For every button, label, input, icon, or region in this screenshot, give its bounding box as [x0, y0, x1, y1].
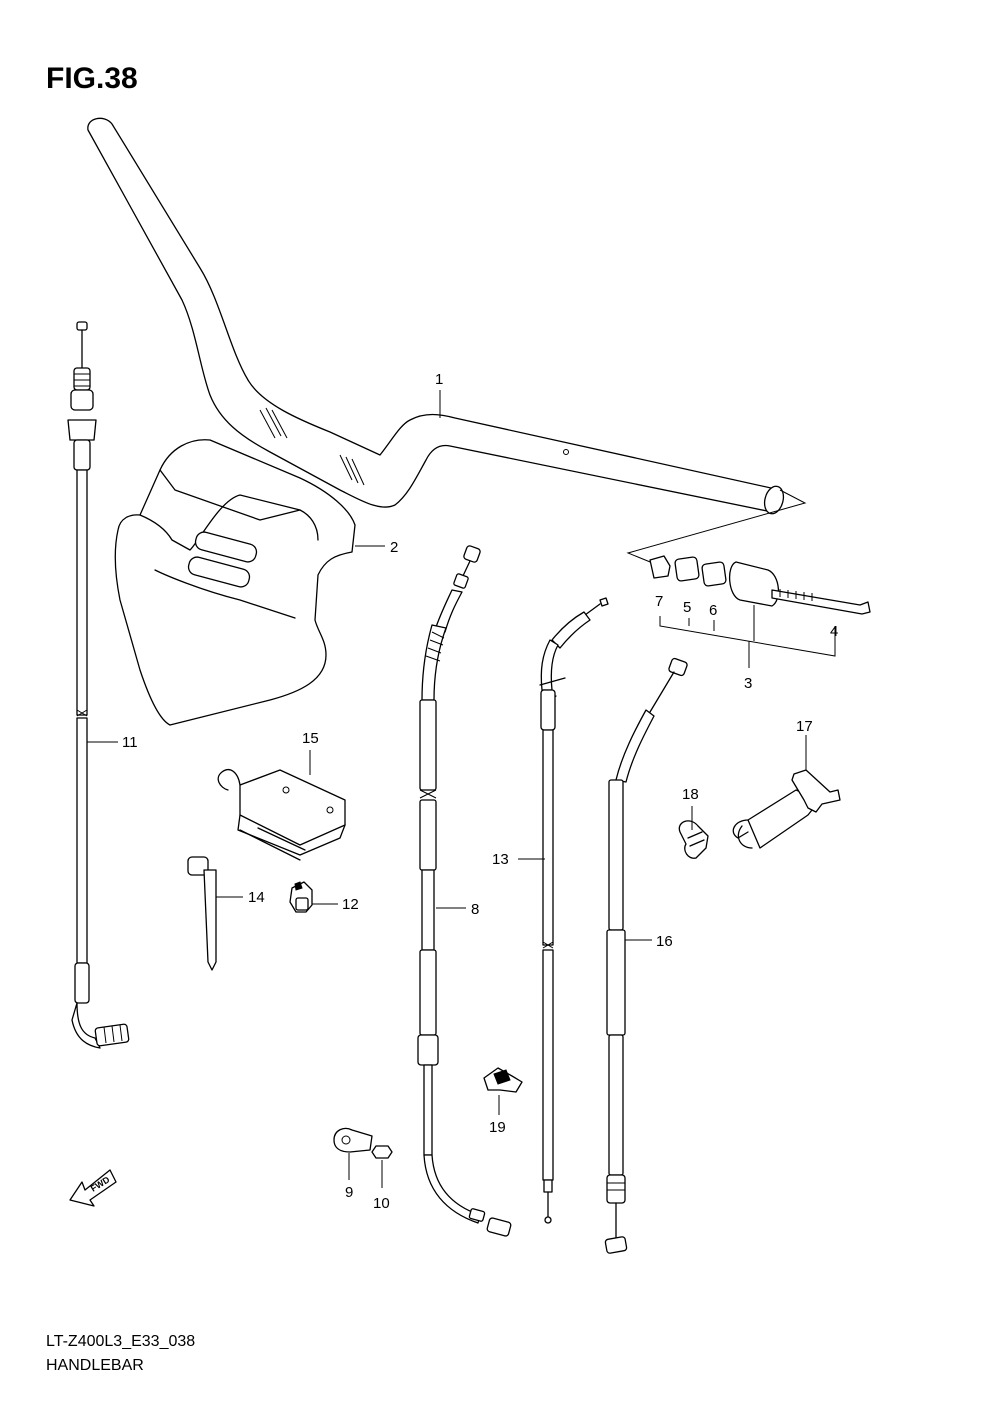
callout-2: 2 [390, 539, 398, 556]
fwd-arrow-icon: FWD [69, 1169, 117, 1207]
bracket-part-17 [732, 769, 841, 849]
plate-part-9 [333, 1127, 373, 1153]
callout-13: 13 [492, 851, 509, 868]
callout-4: 4 [830, 623, 838, 640]
callout-8: 8 [471, 901, 479, 918]
cable-part-11 [67, 321, 130, 1049]
handlebar-cover [114, 439, 356, 726]
callout-9: 9 [345, 1184, 353, 1201]
callout-16: 16 [656, 933, 673, 950]
cable-part-8 [417, 545, 512, 1237]
cable-tie-part-14 [187, 856, 217, 971]
callout-labels: 1 2 3 4 5 6 7 8 9 10 11 12 13 14 15 16 1… [122, 371, 838, 1212]
callout-14: 14 [248, 889, 265, 906]
callout-5: 5 [683, 599, 691, 616]
callout-10: 10 [373, 1195, 390, 1212]
callout-7: 7 [655, 593, 663, 610]
leader-lines [87, 390, 807, 1188]
bolt-part-10 [371, 1145, 393, 1159]
callout-19: 19 [489, 1119, 506, 1136]
cable-part-16 [604, 657, 688, 1254]
callout-6: 6 [709, 602, 717, 619]
cable-part-13 [539, 597, 609, 1224]
clip-part-12 [289, 881, 313, 913]
bar-end-set [649, 555, 871, 668]
callout-1: 1 [435, 371, 443, 388]
clamp-part-18 [678, 820, 709, 859]
callout-15: 15 [302, 730, 319, 747]
callout-11: 11 [122, 734, 138, 751]
callout-12: 12 [342, 896, 359, 913]
diagram-name: HANDLEBAR [46, 1357, 144, 1374]
callout-3: 3 [744, 675, 752, 692]
bracket-part-15 [217, 769, 346, 861]
handlebar [87, 117, 807, 567]
figure-title: FIG.38 [46, 62, 138, 95]
callout-18: 18 [682, 786, 699, 803]
clip-part-19 [483, 1067, 523, 1093]
callout-17: 17 [796, 718, 813, 735]
diagram-code: LT-Z400L3_E33_038 [46, 1333, 196, 1350]
